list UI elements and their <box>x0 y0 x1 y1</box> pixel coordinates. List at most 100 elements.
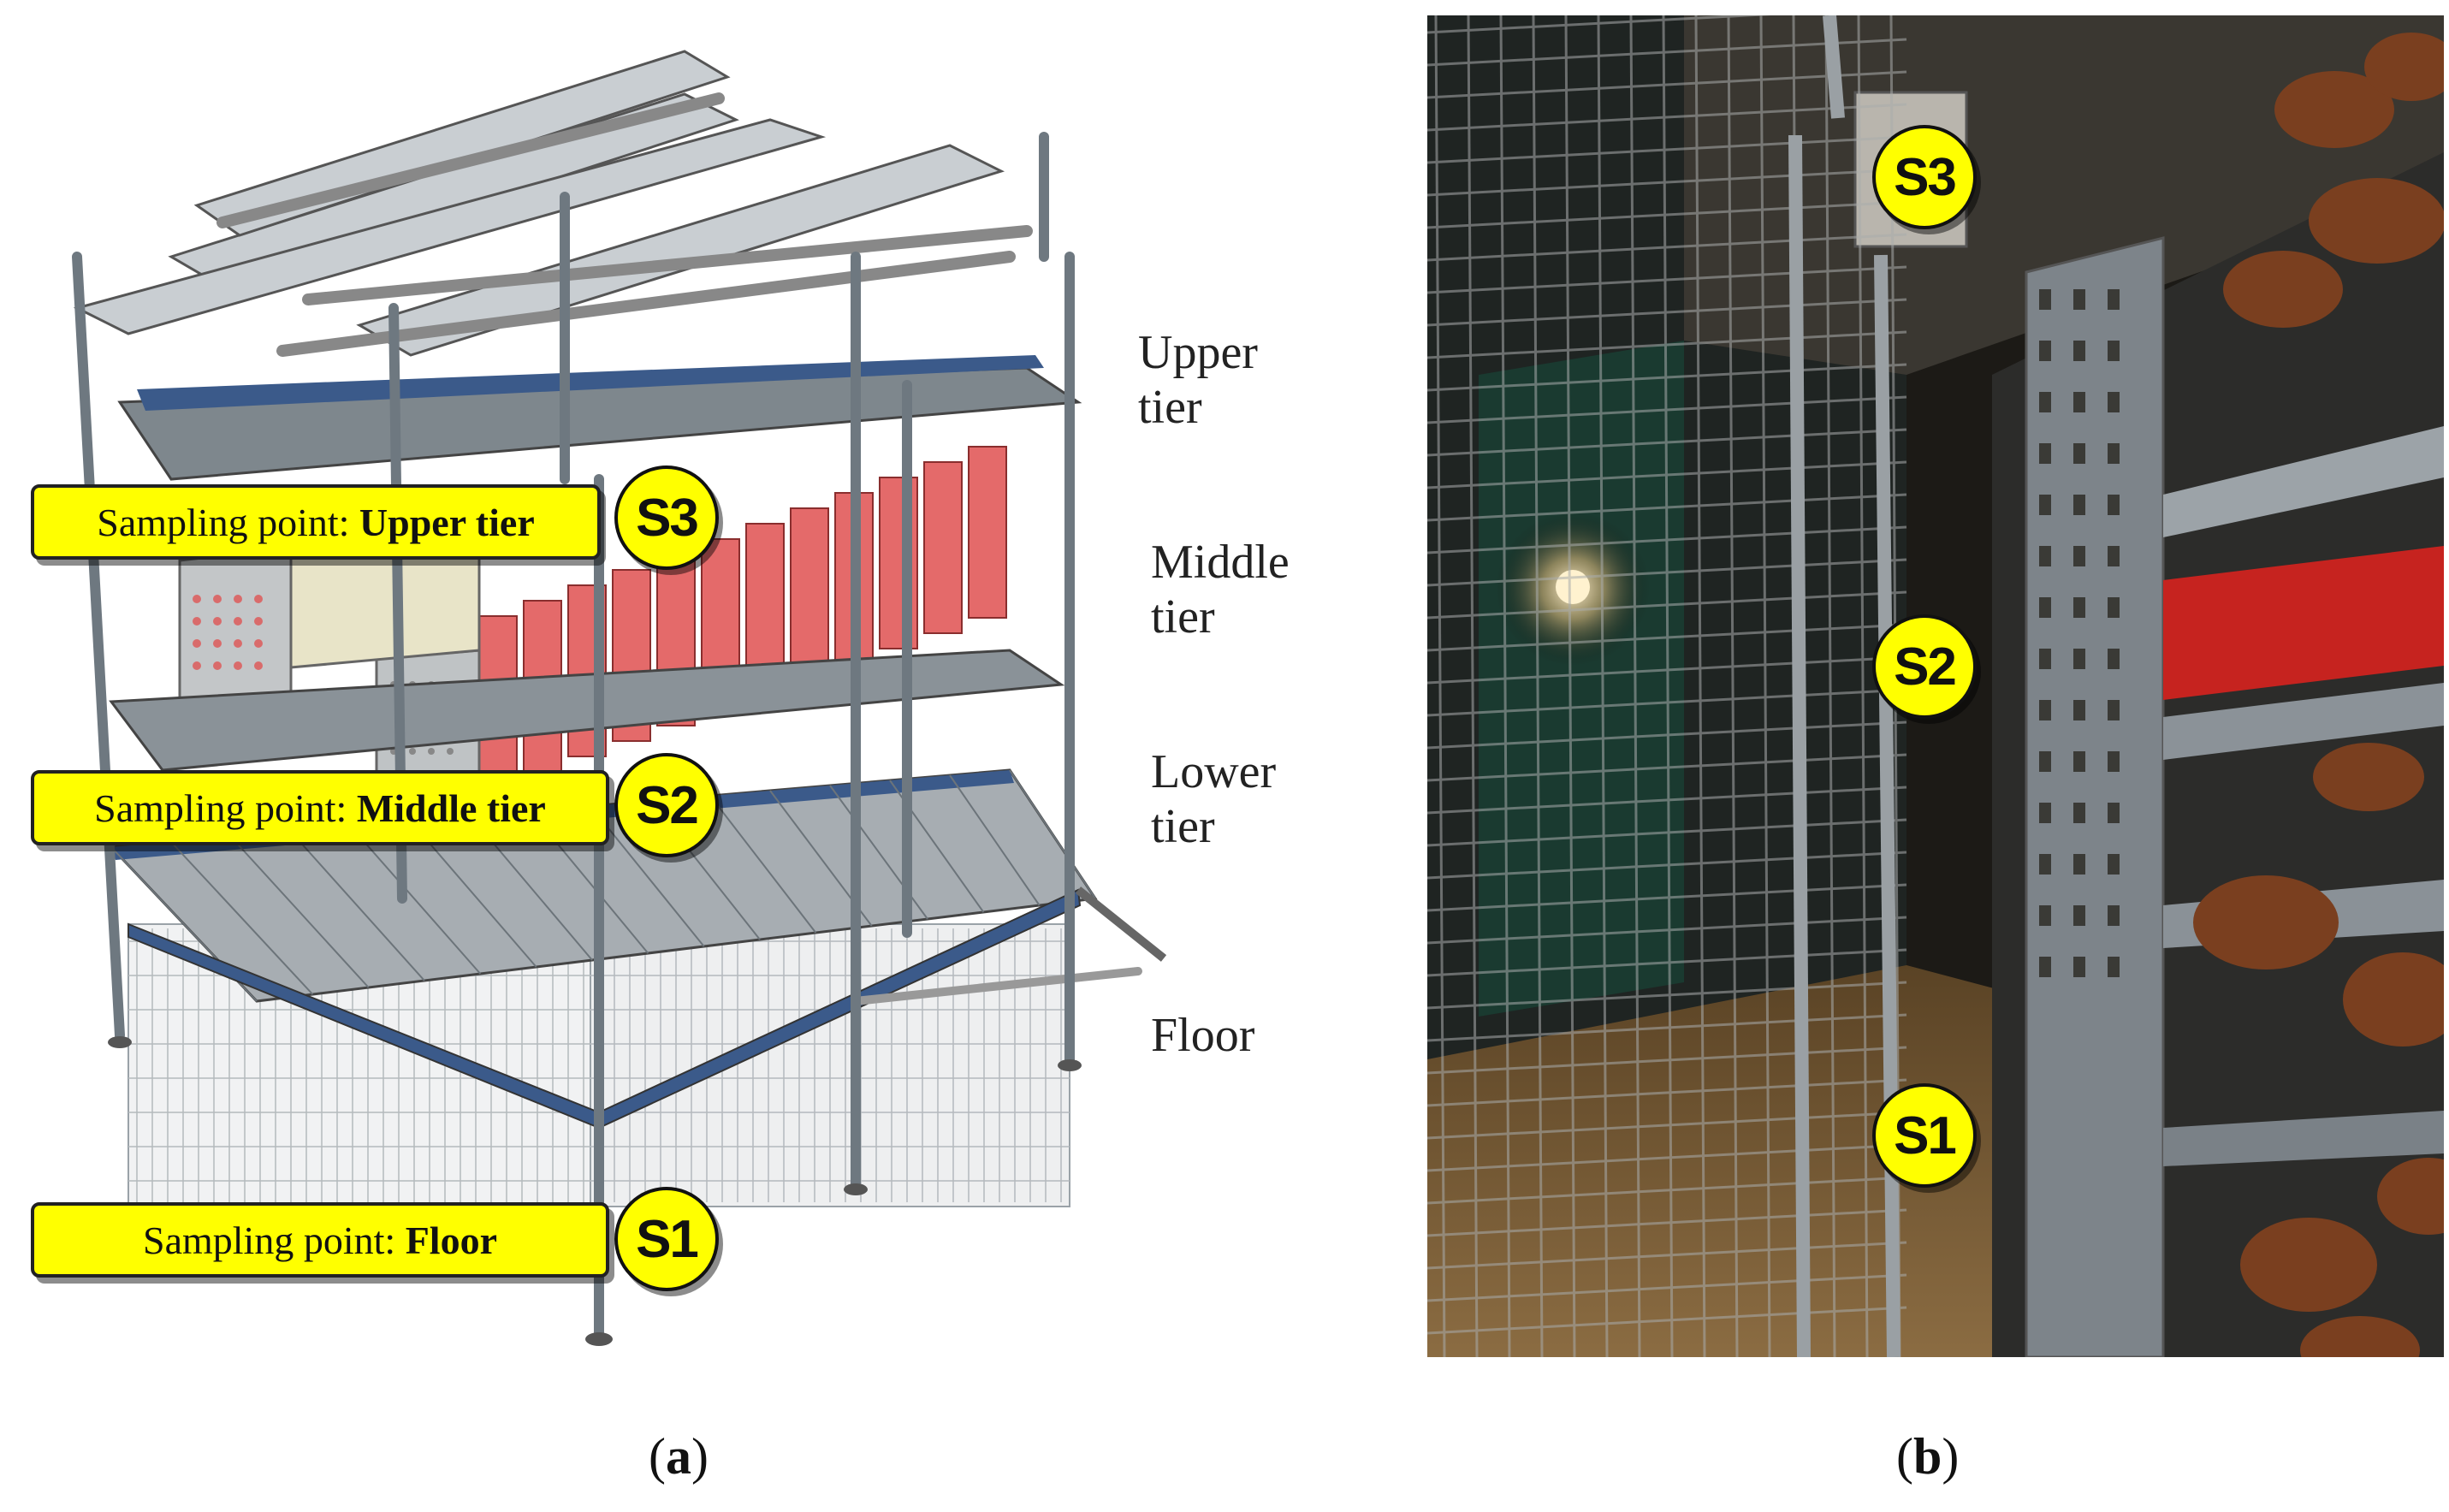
wire <box>1427 916 1907 945</box>
caption-a: (a) <box>649 1428 709 1485</box>
perforation <box>2108 289 2120 310</box>
perforation <box>2073 803 2085 823</box>
perforation <box>2108 803 2120 823</box>
wire <box>1427 330 1907 359</box>
perforated-panel <box>2039 289 2120 977</box>
caption-b: (b) <box>1896 1428 1960 1485</box>
deck-line <box>709 795 817 934</box>
wire <box>1427 1241 1907 1270</box>
perforation <box>2039 597 2051 618</box>
tier-label-floor: Floor <box>1151 1009 1255 1062</box>
wire <box>1427 428 1907 457</box>
aviary-photo <box>1427 15 2444 1357</box>
sampling-point-name: Upper tier <box>359 500 535 544</box>
wire <box>1427 460 1907 489</box>
wire <box>1427 558 1907 587</box>
wire <box>1564 15 1576 1357</box>
perforation <box>2039 392 2051 412</box>
perforation <box>2039 649 2051 669</box>
wire <box>1427 363 1907 392</box>
wire <box>1427 103 1907 132</box>
perforation <box>2039 289 2051 310</box>
sampling-point-floor: Sampling point: Floor <box>31 1202 609 1278</box>
perforation <box>2039 700 2051 720</box>
hen <box>2223 251 2343 328</box>
perforation <box>2108 905 2120 926</box>
wire <box>1427 883 1907 912</box>
wire <box>1427 395 1907 424</box>
wire <box>1427 590 1907 620</box>
wire <box>1597 15 1609 1357</box>
sampling-point-middle-tier: Sampling point: Middle tier <box>31 770 609 845</box>
perforation <box>2039 905 2051 926</box>
perforation <box>2108 751 2120 772</box>
deck-line <box>590 805 705 947</box>
wire <box>1427 1143 1907 1172</box>
badge-s1: S1 <box>614 1187 719 1291</box>
badge-s2: S2 <box>614 753 719 857</box>
wire <box>1857 15 1869 1357</box>
sampling-point-prefix: Sampling point: <box>94 786 347 830</box>
panel-dot <box>254 661 263 670</box>
wire <box>1427 1111 1907 1140</box>
panel-dot <box>234 639 242 648</box>
panel-b-photo: S3 S2 S1 <box>1427 15 2444 1357</box>
perforation <box>2073 957 2085 977</box>
deck-line <box>949 774 1041 906</box>
deck-line <box>170 841 314 995</box>
nest-box <box>790 507 829 680</box>
wire <box>1427 493 1907 522</box>
panel-dot <box>234 595 242 603</box>
upper-tier-deck <box>117 355 1082 481</box>
perforation <box>2039 957 2051 977</box>
perforation <box>2073 905 2085 926</box>
hen <box>2343 952 2444 1047</box>
panel-dot <box>213 661 222 670</box>
post <box>72 252 125 1041</box>
perforation <box>2073 495 2085 515</box>
wire <box>1427 1306 1907 1335</box>
perforation <box>2039 751 2051 772</box>
wire <box>1427 688 1907 717</box>
perforation <box>2039 495 2051 515</box>
wire <box>1427 70 1907 99</box>
sampling-point-prefix: Sampling point: <box>97 500 350 544</box>
panel-dot <box>234 617 242 626</box>
perforation <box>2073 597 2085 618</box>
panel-dot <box>254 617 263 626</box>
perforation <box>2073 443 2085 464</box>
lamp <box>1556 570 1590 604</box>
perforation <box>2108 341 2120 361</box>
wire <box>1427 1176 1907 1205</box>
panel-dot <box>409 748 416 755</box>
foot-pads <box>108 1036 1082 1346</box>
tier-label-lower: Lower tier <box>1151 745 1277 853</box>
caption-a-letter: a <box>665 1428 691 1485</box>
sampling-point-name: Floor <box>405 1218 497 1262</box>
deck-line <box>410 821 537 968</box>
wire <box>1427 1208 1907 1237</box>
photo-badge-s1: S1 <box>1872 1083 1977 1188</box>
hen <box>2313 743 2424 811</box>
panel-dot <box>234 661 242 670</box>
wire <box>1532 15 1544 1357</box>
badge-s3: S3 <box>614 465 719 570</box>
hen <box>2377 1158 2444 1235</box>
wire <box>1427 1273 1907 1302</box>
wire <box>1694 15 1706 1357</box>
tier-label-upper: Upper tier <box>1138 326 1258 434</box>
wire <box>1427 948 1907 977</box>
panel-a-aviary-drawing: Upper tier Middle tier Lower tier Floor … <box>31 50 1290 1485</box>
photo-badge-s3: S3 <box>1872 125 1977 229</box>
deck-line <box>230 836 370 988</box>
panel-dot <box>447 748 454 755</box>
wire <box>1467 15 1479 1357</box>
nest-box <box>968 446 1007 619</box>
wire <box>1427 720 1907 750</box>
perforation <box>2108 495 2120 515</box>
wire <box>1427 233 1907 262</box>
panel-dot <box>254 639 263 648</box>
tier-label-middle: Middle tier <box>1151 536 1290 643</box>
wire <box>1427 1046 1907 1075</box>
sampling-point-prefix: Sampling point: <box>143 1218 396 1262</box>
